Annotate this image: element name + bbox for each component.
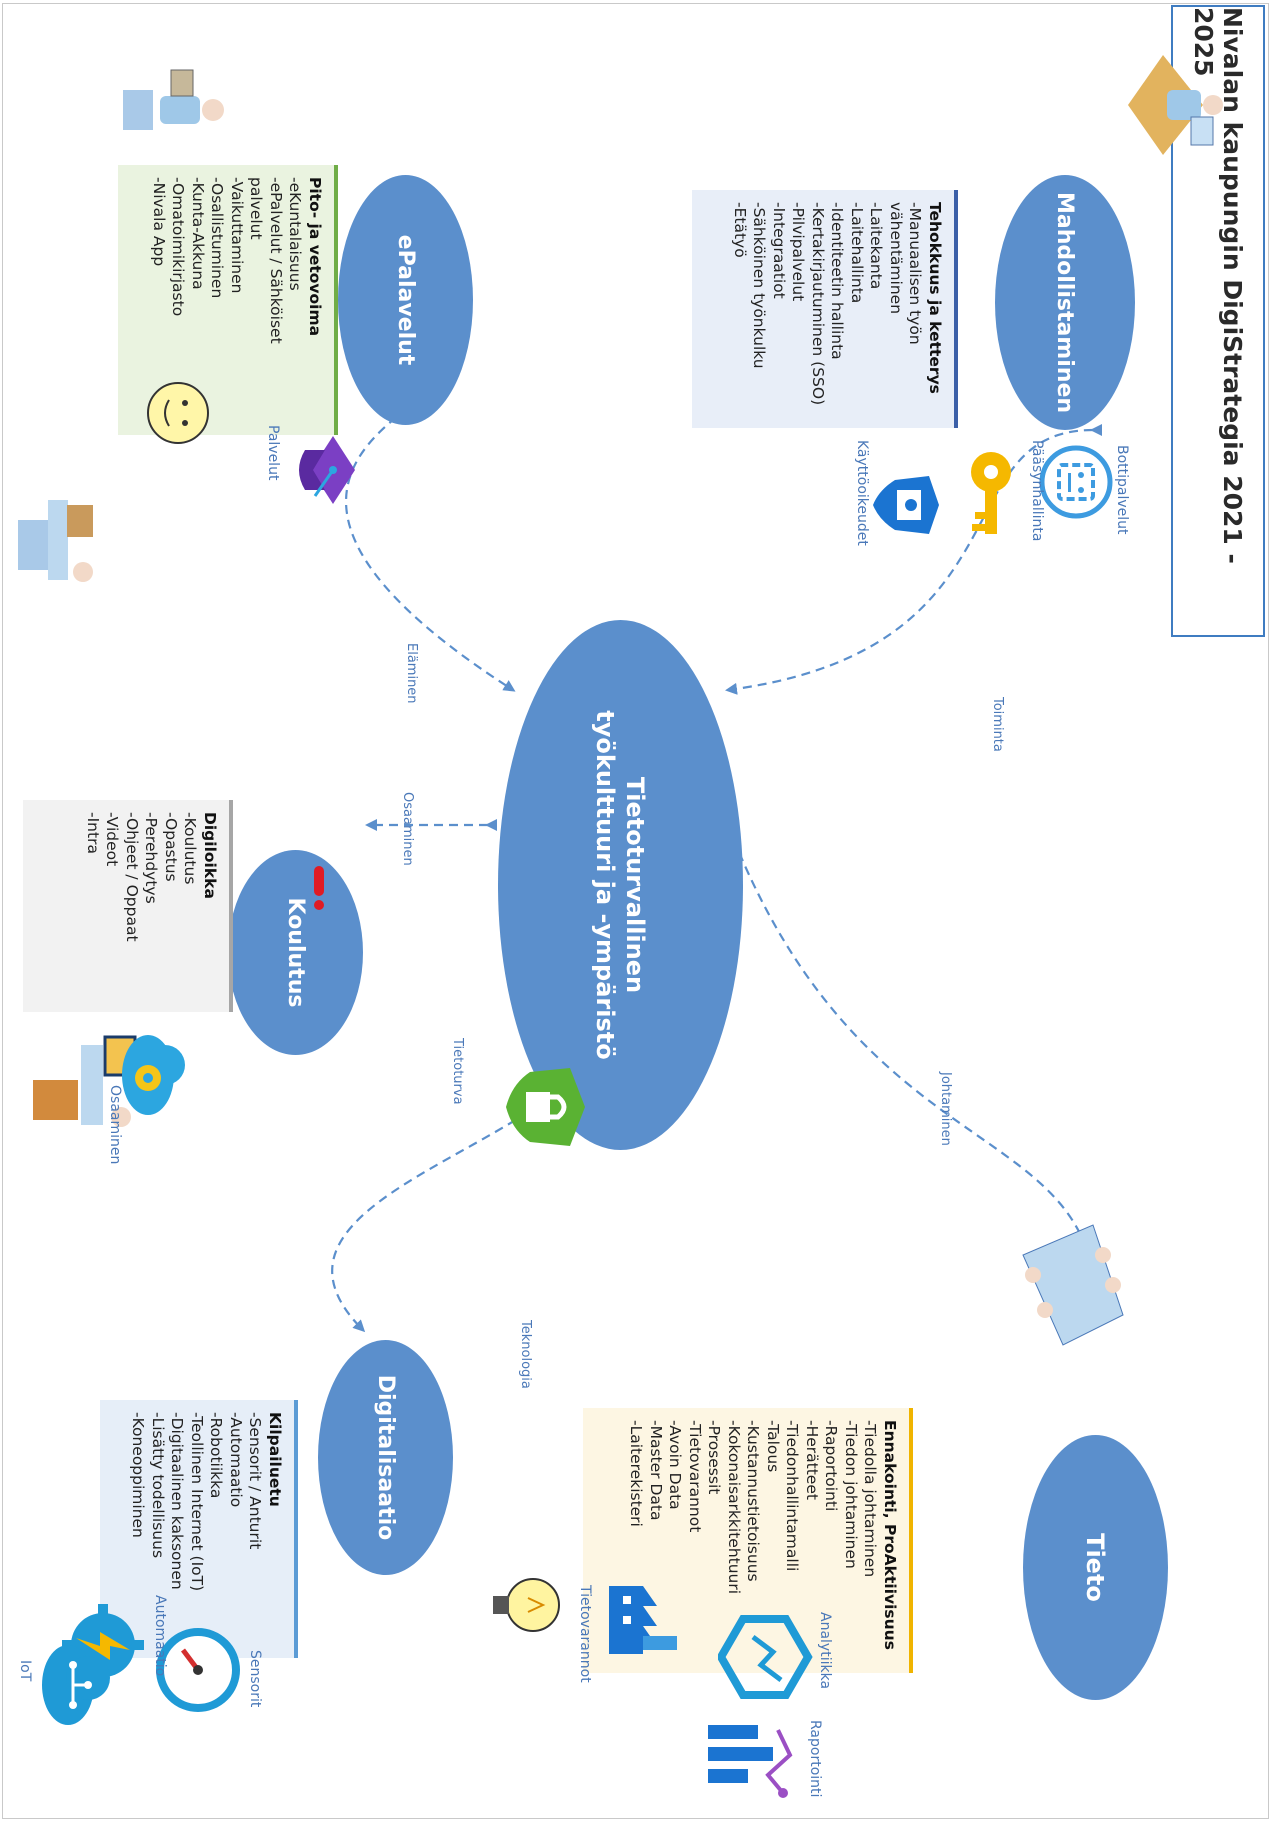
data-factory-icon: [609, 1586, 677, 1654]
analytics-icon: [718, 1615, 813, 1699]
node-koulutus-label: Koulutus: [283, 897, 308, 1008]
edge-label-elaminen: Eläminen: [404, 643, 419, 704]
edge-label-osaaminen: Osaaminen: [400, 792, 415, 866]
panel-item: -Vaikuttaminen: [228, 177, 246, 294]
label-sensorit: Sensorit: [247, 1650, 263, 1708]
page-frame: [2, 3, 1269, 1819]
panel-heading: Ennakointi, ProAktiivisuus: [881, 1420, 899, 1650]
label-raportointi: Raportointi: [807, 1720, 823, 1798]
key-icon: [971, 452, 1011, 534]
label-bottipalvelut: Bottipalvelut: [1114, 445, 1130, 535]
panel-item: vähentäminen: [887, 202, 905, 315]
edge-elaminen: [344, 397, 516, 692]
alert-icon: [314, 866, 324, 910]
edge-johtaminen: [719, 814, 1098, 1275]
lock-shield-icon: [506, 1068, 585, 1146]
panel-items: -Sensorit / Anturit-Automaatio-Robotiikk…: [128, 1412, 265, 1646]
panel-heading: Digiloikka: [201, 812, 219, 899]
meeting-icon: [1022, 1224, 1124, 1346]
panel-item: -eKuntalaisuus: [286, 177, 305, 291]
panel-item: -Videot: [103, 812, 122, 867]
node-mahdollistaminen: Mahdollistaminen: [995, 175, 1135, 430]
panel-heading: Tehokkuus ja ketterys: [926, 202, 944, 394]
label-paasynhallinta: Pääsynhallinta: [1029, 440, 1045, 542]
node-digitalisaatio: Digitalisaatio: [318, 1340, 453, 1575]
node-digitalisaatio-label: Digitalisaatio: [373, 1374, 398, 1541]
panel-item: -Opastus: [162, 812, 180, 882]
panel-item: -Etätyö: [731, 202, 749, 258]
node-tieto-label: Tieto: [1081, 1533, 1110, 1602]
panel-item: -Robotiikka: [207, 1412, 226, 1499]
panel-heading: Kilpailuetu: [266, 1412, 284, 1507]
panel-item: -Automaatio: [227, 1412, 245, 1508]
panel-item: -ePalvelut / Sähköiset: [267, 177, 285, 344]
panel-item: -Manuaalisen työn: [906, 202, 925, 345]
panel-item: -Sensorit / Anturit: [246, 1412, 265, 1550]
bot-icon: [1039, 445, 1113, 519]
reporting-icon: [708, 1725, 793, 1798]
person-computer-icon: [123, 69, 224, 130]
node-koulutus: Koulutus: [228, 850, 363, 1055]
edge-label-teknologia: Teknologia: [518, 1320, 533, 1389]
panel-item: -Sähköinen työnkulku: [750, 202, 769, 369]
label-tietovarannot: Tietovarannot: [577, 1585, 593, 1683]
label-iot: IoT: [17, 1660, 33, 1682]
panel-item: -Ohjeet / Oppaat: [123, 812, 141, 942]
cloud-gear-icon: [122, 1035, 185, 1115]
panel-heading: Pito- ja vetovoima: [306, 177, 324, 337]
node-epalvelut-label: ePalavelut: [393, 234, 418, 366]
label-palvelut: Palvelut: [265, 425, 281, 481]
smiley-icon: [147, 382, 209, 444]
person-boxes-icon: [18, 500, 93, 582]
panel-item: palvelut: [247, 177, 266, 240]
panel-item: -Tietovarannot: [686, 1420, 704, 1533]
gauge-icon: [156, 1628, 240, 1712]
panel-item: -Laitehallinta: [848, 202, 866, 304]
panel-items: -Koulutus-Opastus-Perehdytys-Ohjeet / Op…: [83, 812, 200, 1000]
edge-label-johtaminen: Johtaminen: [938, 1072, 953, 1146]
panel-digiloikka: Digiloikka -Koulutus-Opastus-Perehdytys-…: [23, 800, 233, 1012]
edge-label-tietoturva: Tietoturva: [450, 1038, 465, 1105]
panel-item: -Tiedolla johtaminen: [861, 1420, 880, 1578]
panel-item: -Koulutus: [181, 812, 200, 885]
panel-item: -Pilvipalvelut: [789, 202, 808, 302]
panel-item: -Digitaalinen kaksonen: [168, 1412, 187, 1590]
person-desk-icon: [1128, 55, 1223, 155]
center-line1: Tietoturvallinen: [621, 776, 650, 994]
edge-label-toiminta: Toiminta: [990, 697, 1005, 752]
node-mahdollistaminen-label: Mahdollistaminen: [1052, 191, 1078, 414]
panel-item: -Identiteetin hallinta: [828, 202, 847, 360]
light-bulb-icon: [493, 1578, 560, 1632]
panel-item: -Intra: [84, 812, 102, 854]
access-rights-icon: [873, 476, 939, 534]
panel-item: -Kertakirjautuminen (SSO): [809, 202, 827, 406]
node-epalvelut: ePalavelut: [338, 175, 473, 425]
person-tablet-icon: [33, 1035, 137, 1127]
edge-toiminta: [725, 423, 1103, 695]
center-line2: työkulttuuri ja -ympäristö: [591, 710, 620, 1060]
graduation-cap-icon: [299, 436, 355, 504]
panel-item: -Tiedon johtaminen: [842, 1420, 860, 1569]
iot-cloud-icon: [42, 1645, 110, 1725]
label-automaatio: Automaatio: [152, 1595, 168, 1677]
panel-item: -Perehdytys: [142, 812, 161, 904]
label-analytiikka: Analytiikka: [817, 1612, 833, 1690]
panel-item: -Integraatiot: [770, 202, 788, 299]
node-tieto: Tieto: [1023, 1435, 1168, 1700]
label-kayttooikeudet: Käyttöoikeudet: [854, 440, 870, 546]
label-osaaminen: Osaaminen: [107, 1085, 123, 1165]
panel-item: -Laitekanta: [867, 202, 886, 290]
panel-item: -Teollinen Internet (IoT): [188, 1412, 206, 1592]
